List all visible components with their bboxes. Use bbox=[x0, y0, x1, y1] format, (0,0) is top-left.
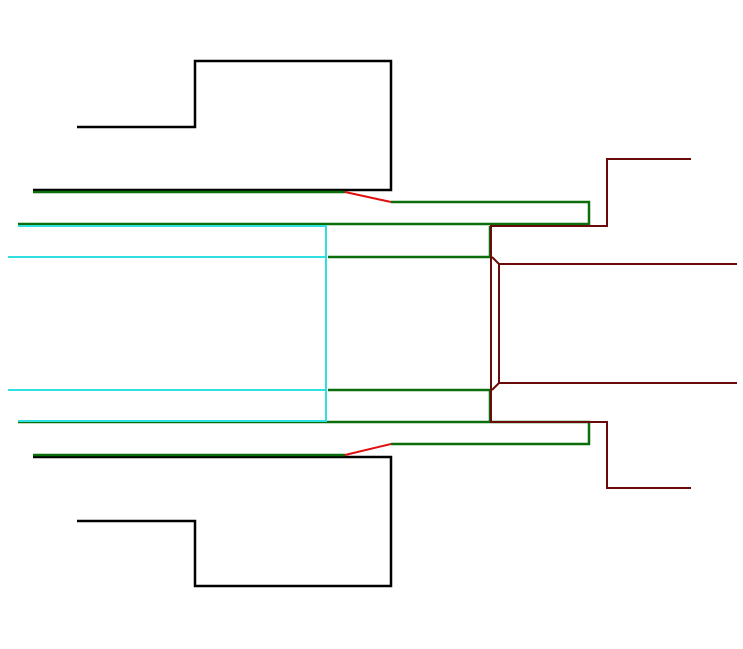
housing-top-outline bbox=[33, 59, 393, 192]
taper-lines bbox=[344, 191, 392, 456]
tube-top-wall bbox=[18, 225, 327, 422]
inner-tube bbox=[8, 225, 327, 422]
sleeve-inner-top-box bbox=[328, 226, 492, 259]
housing-bottom-outline bbox=[33, 455, 393, 588]
right-part bbox=[490, 158, 737, 489]
taper-bottom bbox=[344, 443, 392, 456]
right-part-top-flange bbox=[490, 158, 691, 227]
sleeve bbox=[18, 190, 591, 457]
sleeve-top-step bbox=[18, 200, 591, 226]
sleeve-bottom-step bbox=[18, 420, 591, 446]
taper-top bbox=[344, 191, 392, 203]
sleeve-inner-bottom-box bbox=[328, 388, 492, 421]
right-part-bottom-flange bbox=[490, 421, 691, 489]
outer-housing bbox=[33, 59, 393, 588]
right-part-bore bbox=[491, 256, 737, 391]
